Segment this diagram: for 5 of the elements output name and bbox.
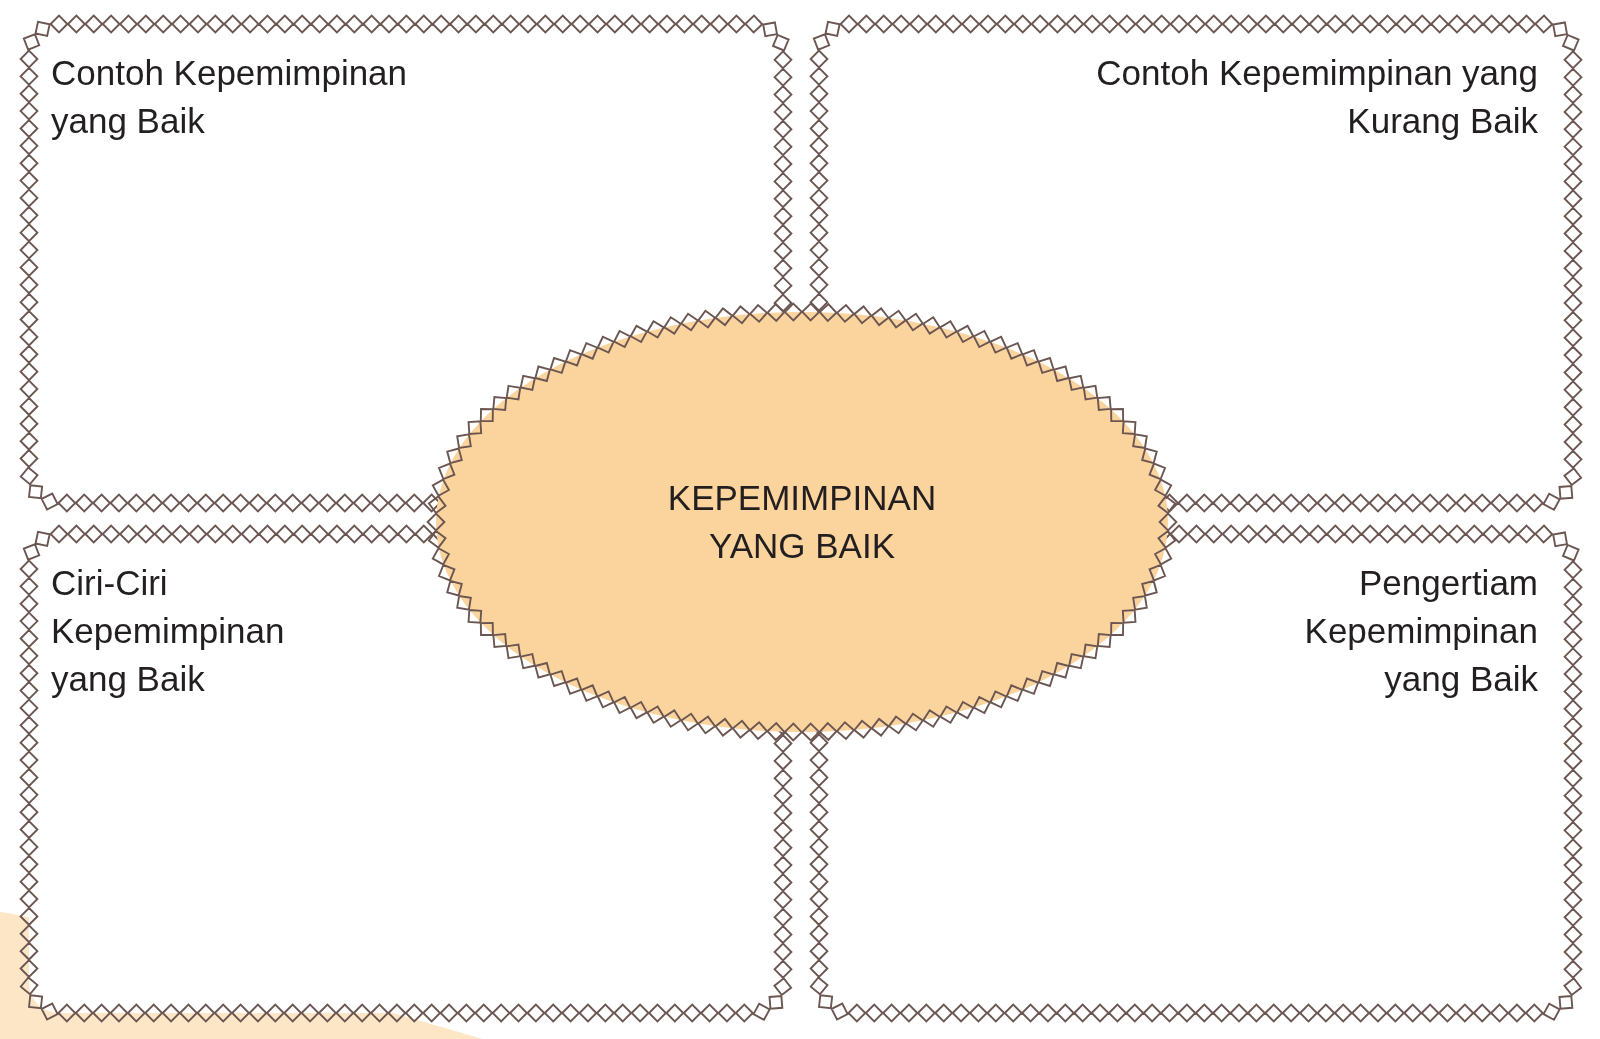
topic-title: KEPEMIMPINAN YANG BAIK: [666, 477, 938, 567]
box-heading: Ciri-Ciri Kepemimpinan yang Baik: [51, 562, 286, 700]
box-heading: Contoh Kepemimpinan yang Kurang Baik: [1095, 52, 1538, 142]
box-heading: Pengertiam Kepemimpinan yang Baik: [1303, 562, 1538, 700]
box-heading: Contoh Kepemimpinan yang Baik: [51, 52, 409, 142]
